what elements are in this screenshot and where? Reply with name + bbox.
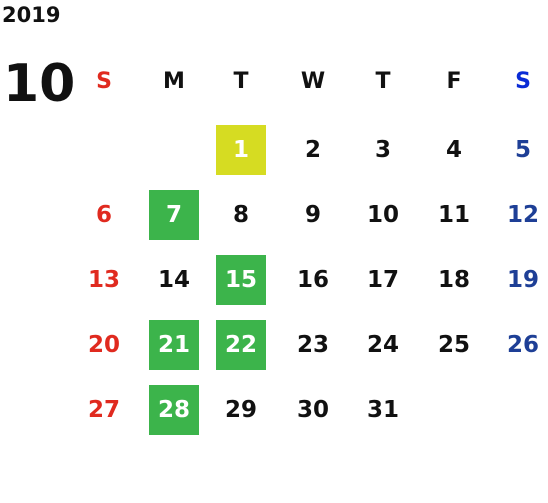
day-19[interactable]: 19 — [506, 267, 539, 293]
day-28[interactable]: 28 — [149, 385, 199, 435]
weekday-mon: M — [163, 68, 185, 94]
weekday-fri: F — [446, 68, 462, 94]
day-20[interactable]: 20 — [87, 332, 120, 358]
weekday-wed: W — [300, 68, 326, 94]
day-11[interactable]: 11 — [437, 202, 470, 228]
weekday-tue: T — [233, 68, 249, 94]
month-label: 10 — [3, 54, 76, 114]
weekday-thu: T — [375, 68, 391, 94]
day-14[interactable]: 14 — [157, 267, 190, 293]
day-31[interactable]: 31 — [366, 397, 399, 423]
day-29[interactable]: 29 — [224, 397, 257, 423]
day-27[interactable]: 27 — [87, 397, 120, 423]
day-13[interactable]: 13 — [87, 267, 120, 293]
day-30[interactable]: 30 — [296, 397, 329, 423]
weekday-sun: S — [96, 68, 112, 94]
day-24[interactable]: 24 — [366, 332, 399, 358]
day-5[interactable]: 5 — [514, 137, 531, 163]
day-16[interactable]: 16 — [296, 267, 329, 293]
day-10[interactable]: 10 — [366, 202, 399, 228]
day-9[interactable]: 9 — [304, 202, 321, 228]
day-3[interactable]: 3 — [374, 137, 391, 163]
day-8[interactable]: 8 — [232, 202, 249, 228]
day-22[interactable]: 22 — [216, 320, 266, 370]
day-23[interactable]: 23 — [296, 332, 329, 358]
day-12[interactable]: 12 — [506, 202, 539, 228]
weekday-sat: S — [515, 68, 531, 94]
day-17[interactable]: 17 — [366, 267, 399, 293]
day-21[interactable]: 21 — [149, 320, 199, 370]
day-25[interactable]: 25 — [437, 332, 470, 358]
day-18[interactable]: 18 — [437, 267, 470, 293]
day-1[interactable]: 1 — [216, 125, 266, 175]
day-7[interactable]: 7 — [149, 190, 199, 240]
day-2[interactable]: 2 — [304, 137, 321, 163]
day-4[interactable]: 4 — [445, 137, 462, 163]
day-26[interactable]: 26 — [506, 332, 539, 358]
day-6[interactable]: 6 — [95, 202, 112, 228]
year-label: 2019 — [2, 3, 61, 27]
day-15[interactable]: 15 — [216, 255, 266, 305]
